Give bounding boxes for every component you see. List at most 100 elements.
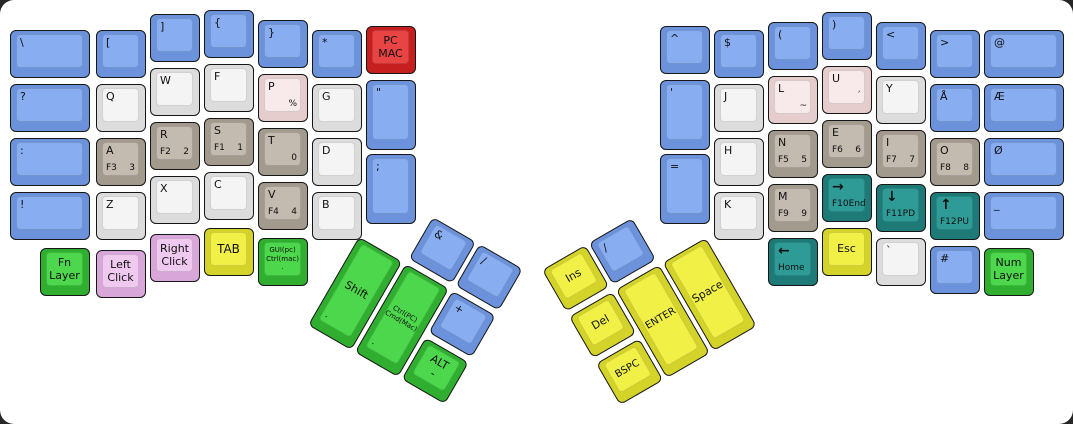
keytop-caret: ^ [666,30,703,64]
key-p[interactable]: P% [258,74,308,122]
keytop-home: ←Home [774,242,811,276]
keytop-z: Z [102,196,139,230]
keytop-lbracket: [ [102,34,139,68]
y-label: Y [886,82,893,95]
key-h[interactable]: H [714,138,764,186]
m-sublabel-right: 9 [801,209,807,219]
keytop-j: J [720,88,757,122]
bspc-label: BSPC [613,357,642,381]
key-rparen[interactable]: ) [822,12,872,60]
keytop-question: ? [16,88,83,122]
key-rbracket[interactable]: ] [150,14,200,62]
o-sublabel-right: 8 [963,163,969,173]
key-end[interactable]: →F10End [822,174,872,222]
key-esc[interactable]: Esc [822,228,872,276]
keytop-l: L~ [774,80,811,114]
d-label: D [322,144,331,157]
key-c[interactable]: C [204,172,254,220]
key-l[interactable]: L~ [768,76,818,124]
key-f[interactable]: F [204,64,254,112]
key-underscore[interactable]: _ [984,192,1064,240]
key-aring[interactable]: Å [930,84,980,132]
key-at[interactable]: @ [984,30,1064,78]
f-label: F [214,70,221,83]
key-question[interactable]: ? [10,84,90,132]
key-j[interactable]: J [714,84,764,132]
key-home[interactable]: ←Home [768,238,818,286]
key-equals[interactable]: = [660,154,710,224]
key-backtick[interactable]: ` [876,238,926,286]
key-b[interactable]: B [312,192,362,240]
i-label: I [886,136,890,149]
key-backslash[interactable]: \ [10,30,90,78]
key-exclam[interactable]: ! [10,192,90,240]
keytop-y: Y [882,80,919,114]
keytop-lt: < [882,26,919,60]
keytop-dquote: " [372,84,409,140]
a-label: A [106,144,114,157]
dquote-label: " [376,86,382,99]
key-caret[interactable]: ^ [660,26,710,74]
key-gt[interactable]: > [930,30,980,78]
key-lbracket[interactable]: [ [96,30,146,78]
key-g[interactable]: G [312,84,362,132]
key-q[interactable]: Q [96,84,146,132]
key-asterisk[interactable]: * [312,30,362,78]
key-lparen[interactable]: ( [768,22,818,70]
key-tab[interactable]: TAB [204,228,254,276]
key-ae[interactable]: Æ [984,84,1064,132]
pgup-sublabel-right: PU [956,217,969,227]
key-oslash[interactable]: Ø [984,138,1064,186]
key-semicolon[interactable]: ; [366,154,416,224]
pgdn-label: ↓ [886,189,898,205]
i-sublabel-left: F7 [886,155,897,165]
keytop-k: K [720,196,757,230]
z-label: Z [106,198,114,211]
keytop-alt: ALT- [411,343,461,392]
key-u[interactable]: U´ [822,66,872,114]
lbracket-label: [ [106,36,111,49]
key-d[interactable]: D [312,138,362,186]
key-lt[interactable]: < [876,22,926,70]
at-label: @ [994,36,1005,49]
key-dollar[interactable]: $ [714,30,764,78]
key-hash[interactable]: # [930,246,980,294]
key-rbrace[interactable]: } [258,20,308,68]
key-quote[interactable]: ' [660,80,710,150]
key-w[interactable]: W [150,68,200,116]
keytop-c: C [210,176,247,210]
keytop-dollar: $ [720,34,757,68]
rparen-label: ) [832,18,837,31]
key-k[interactable]: K [714,192,764,240]
equals-label: = [670,160,680,173]
key-z[interactable]: Z [96,192,146,240]
key-dquote[interactable]: " [366,80,416,150]
key-colon[interactable]: : [10,138,90,186]
key-lbrace[interactable]: { [204,10,254,58]
key-gui[interactable]: GUI(pc)Ctrl(mac). [258,238,308,286]
key-y[interactable]: Y [876,76,926,124]
key-x[interactable]: X [150,176,200,224]
keytop-tab: TAB [210,232,247,266]
